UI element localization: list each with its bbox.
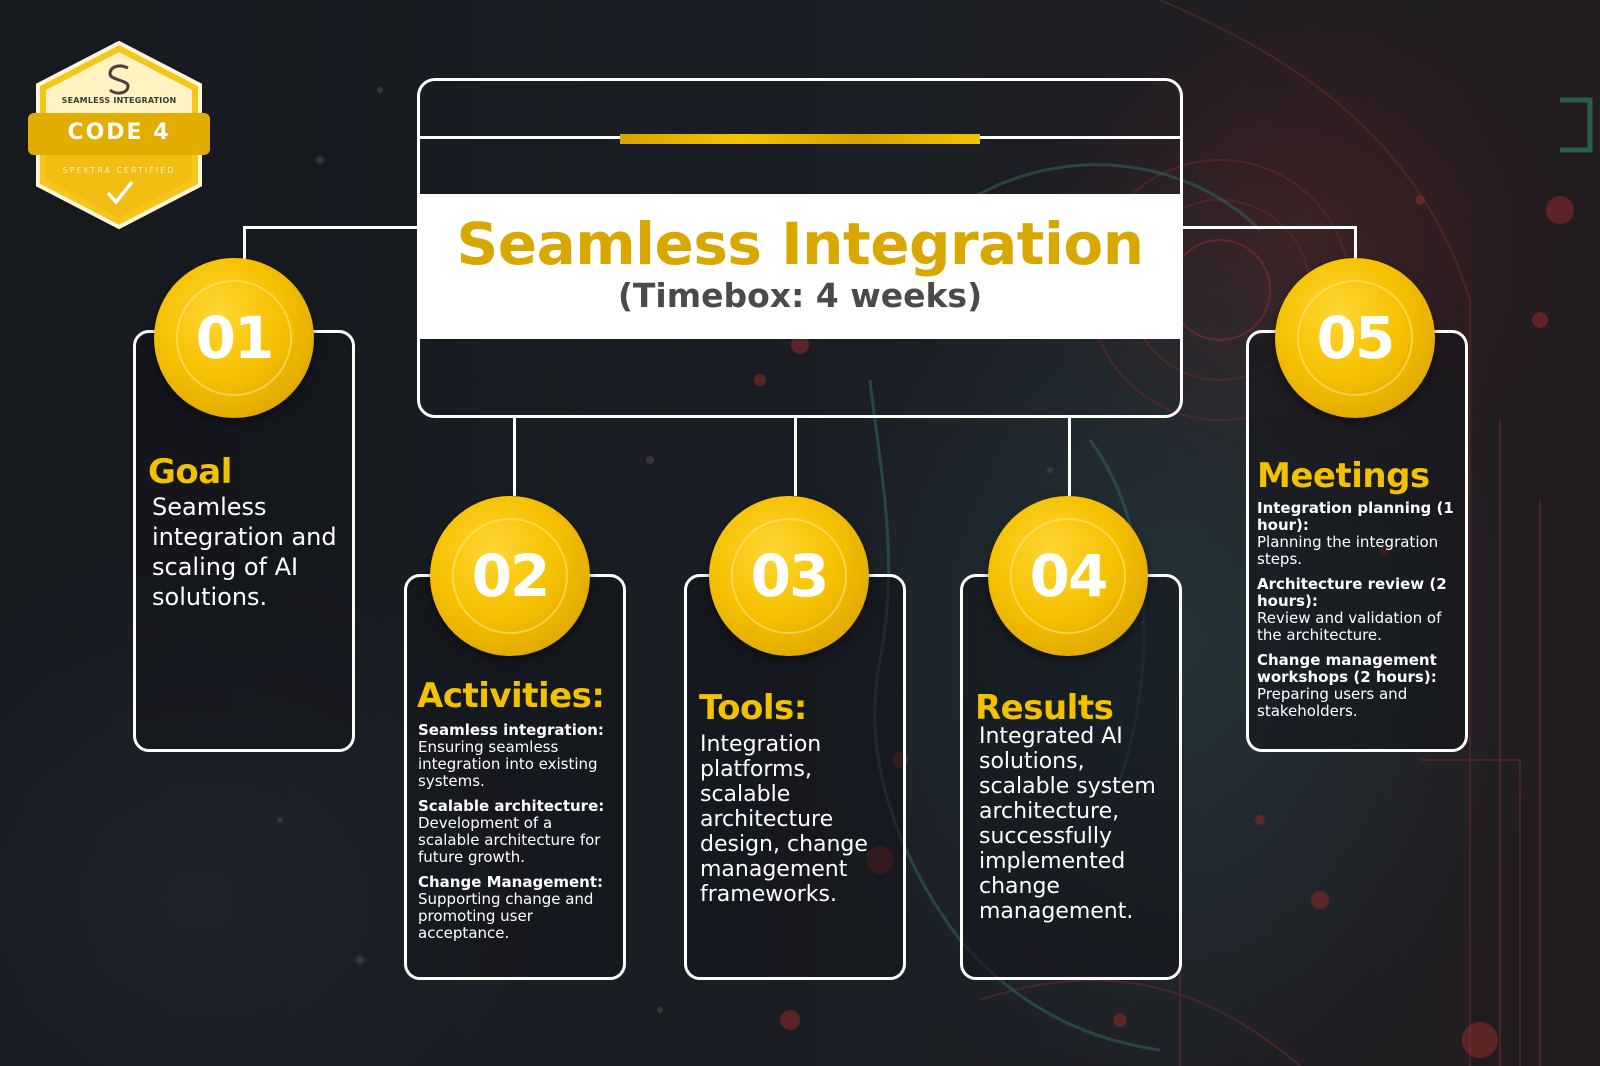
connector-line [794, 416, 797, 496]
item-title: Scalable architecture: [418, 797, 605, 815]
connector-line [1181, 226, 1357, 229]
item-title: Architecture review (2 hours): [1257, 575, 1447, 610]
item-title: Integration planning (1 hour): [1257, 499, 1454, 534]
list-item: Change Management: Supporting change and… [418, 874, 618, 942]
connector-line [1068, 416, 1071, 496]
list-item: Change management workshops (2 hours): P… [1257, 652, 1459, 720]
card-heading-tools: Tools: [699, 688, 807, 728]
list-item: Integration planning (1 hour): Planning … [1257, 500, 1459, 568]
card-heading-results: Results [975, 688, 1114, 728]
step-badge-02: 02 [430, 496, 590, 656]
badge-subtitle: SEAMLESS INTEGRATION [61, 96, 177, 105]
meetings-list: Integration planning (1 hour): Planning … [1257, 500, 1459, 728]
list-item: Architecture review (2 hours): Review an… [1257, 576, 1459, 644]
step-badge-03: 03 [709, 496, 869, 656]
card-heading-meetings: Meetings [1257, 456, 1430, 496]
card-text-tools: Integration platforms, scalable architec… [700, 732, 868, 907]
connector-line [513, 416, 516, 496]
connector-line [1354, 226, 1357, 264]
connector-line [243, 226, 246, 264]
step-number: 03 [750, 542, 830, 610]
list-item: Scalable architecture: Development of a … [418, 798, 618, 866]
card-text-goal: Seamless integration and scaling of AI s… [152, 493, 337, 611]
card-text-results: Integrated AI solutions, scalable system… [979, 724, 1156, 924]
item-description: Ensuring seamless integration into exist… [418, 738, 598, 790]
step-number: 05 [1316, 304, 1396, 372]
page-subtitle: (Timebox: 4 weeks) [617, 276, 983, 315]
step-number: 01 [195, 304, 275, 372]
item-title: Change Management: [418, 873, 604, 891]
item-description: Supporting change and promoting user acc… [418, 890, 594, 942]
connector-line [243, 226, 419, 229]
step-badge-01: 01 [154, 258, 314, 418]
header-title-band [417, 194, 1183, 339]
badge-hexagon-icon [28, 40, 210, 230]
card-heading-activities: Activities: [417, 676, 605, 716]
step-number: 04 [1029, 542, 1109, 610]
step-badge-04: 04 [988, 496, 1148, 656]
item-description: Review and validation of the architectur… [1257, 609, 1442, 644]
item-title: Change management workshops (2 hours): [1257, 651, 1437, 686]
header-accent-bar [620, 134, 980, 144]
step-number: 02 [471, 542, 551, 610]
badge-code: CODE 4 [67, 120, 171, 145]
card-heading-goal: Goal [148, 452, 232, 492]
step-badge-05: 05 [1275, 258, 1435, 418]
item-description: Preparing users and stakeholders. [1257, 685, 1408, 720]
page-title: Seamless Integration [456, 210, 1144, 278]
item-title: Seamless integration: [418, 721, 604, 739]
badge-certified-label: SPEKTRA CERTIFIED [62, 166, 176, 175]
list-item: Seamless integration: Ensuring seamless … [418, 722, 618, 790]
item-description: Development of a scalable architecture f… [418, 814, 601, 866]
activities-list: Seamless integration: Ensuring seamless … [418, 722, 618, 950]
certification-badge: SEAMLESS INTEGRATION CODE 4 SPEKTRA CERT… [28, 40, 210, 230]
item-description: Planning the integration steps. [1257, 533, 1439, 568]
